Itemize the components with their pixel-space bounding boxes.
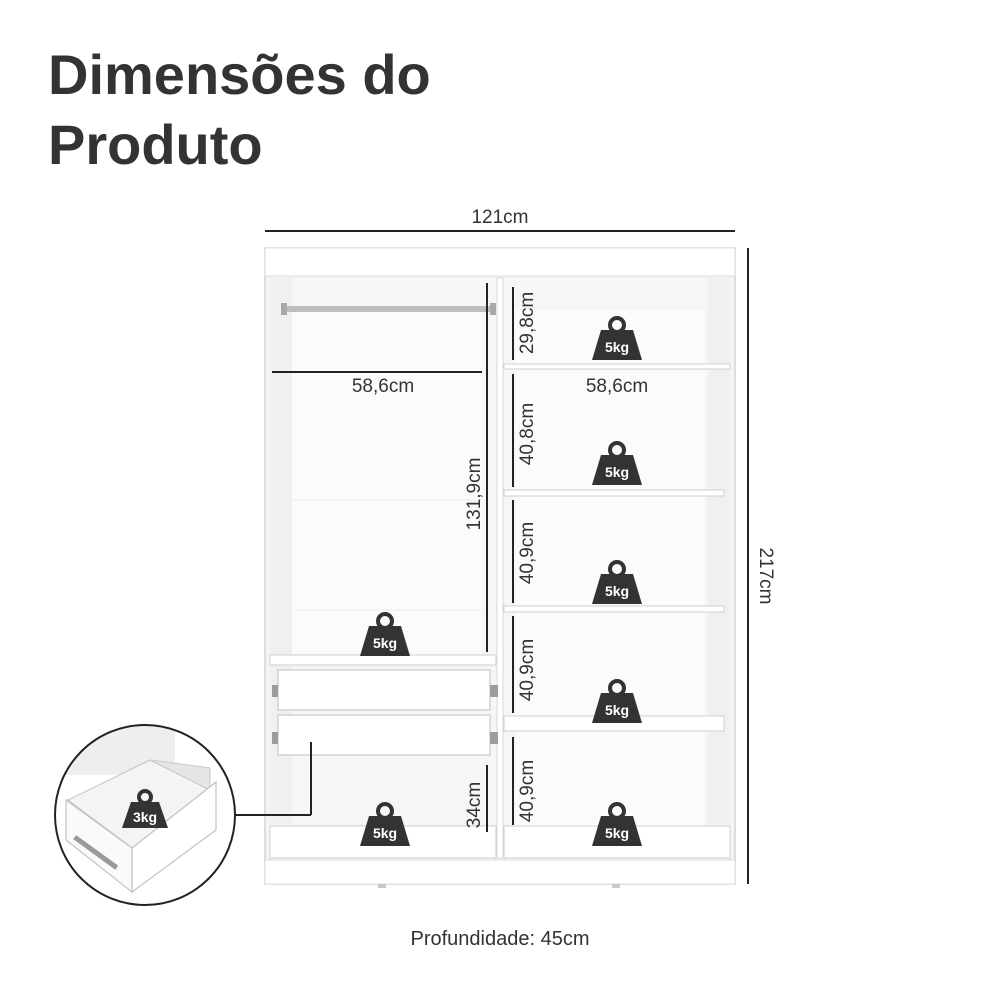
drawer-1-slide: [490, 685, 498, 697]
shelf-1: [503, 363, 731, 370]
wardrobe: [264, 247, 736, 888]
weight-icon-bottom-left: 5kg: [360, 802, 410, 846]
drawer-housing: [269, 654, 497, 666]
weight-icon-shelf-5: 5kg: [592, 802, 642, 846]
left-width-label: 58,6cm: [352, 376, 414, 397]
right-side-panel: [708, 278, 730, 858]
left-side-panel: [270, 278, 292, 858]
weight-label-shelf-1: 5kg: [605, 339, 629, 355]
page-title: Dimensões do Produto: [48, 40, 431, 180]
weight-icon-hanging: 5kg: [360, 612, 410, 656]
top-panel: [264, 247, 736, 277]
plinth: [264, 859, 736, 885]
shelf-1-height-label: 29,8cm: [517, 292, 538, 354]
weight-label-bottom-left: 5kg: [373, 825, 397, 841]
total-height-label: 217cm: [755, 547, 776, 604]
shelf-2: [503, 489, 725, 497]
zoom-circle-border: [54, 724, 236, 906]
total-width-label: 121cm: [471, 207, 528, 228]
dimension-lines: [232, 230, 749, 884]
drawer-2: [277, 714, 491, 756]
hanging-height-label: 131,9cm: [464, 458, 485, 531]
weight-icon-shelf-4: 5kg: [592, 679, 642, 723]
weight-icon-shelf-3: 5kg: [592, 560, 642, 604]
hanging-rod: [281, 306, 495, 312]
weight-label-hanging: 5kg: [373, 635, 397, 651]
bottom-left-height-label: 34cm: [464, 782, 485, 828]
shelf-3: [503, 605, 725, 613]
zoom-drawer-front: [131, 780, 217, 894]
weight-icon-shelf-2: 5kg: [592, 441, 642, 485]
foot-left: [378, 884, 386, 888]
title-line-1: Dimensões do: [48, 43, 431, 106]
weight-icon-shelf-1: 5kg: [592, 316, 642, 360]
rod-bracket-right: [490, 303, 496, 315]
drawer-1: [277, 669, 491, 711]
weight-icon-drawer: 3kg: [122, 789, 168, 828]
drawer-zoom-inset: 3kg: [54, 724, 236, 906]
weight-label-drawer: 3kg: [133, 809, 157, 825]
rod-bracket-left: [281, 303, 287, 315]
drawer-2-slide-left: [272, 732, 278, 744]
weight-label-shelf-5: 5kg: [605, 825, 629, 841]
shelf-2-height-label: 40,8cm: [517, 403, 538, 465]
right-width-label: 58,6cm: [586, 376, 648, 397]
shelf-4-height-label: 40,9cm: [517, 639, 538, 701]
drawer-1-slide-left: [272, 685, 278, 697]
depth-label: Profundidade: 45cm: [410, 928, 590, 950]
title-line-2: Produto: [48, 113, 263, 176]
left-inner-back: [292, 310, 482, 655]
weight-label-shelf-4: 5kg: [605, 702, 629, 718]
drawer-2-slide: [490, 732, 498, 744]
weight-label-shelf-3: 5kg: [605, 583, 629, 599]
shelf-3-height-label: 40,9cm: [517, 522, 538, 584]
zoom-drawer-rail: [73, 835, 119, 870]
weight-label-shelf-2: 5kg: [605, 464, 629, 480]
center-divider: [496, 277, 504, 859]
foot-right: [612, 884, 620, 888]
shelf-5-height-label: 40,9cm: [517, 760, 538, 822]
